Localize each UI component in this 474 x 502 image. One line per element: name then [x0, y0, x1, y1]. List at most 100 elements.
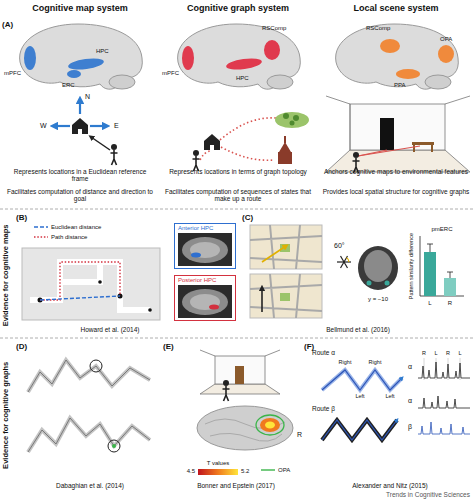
- room-illustration: [200, 350, 215, 356]
- hexadirectional-symbol: [347, 258, 350, 262]
- citation: Bonner and Epstein (2017): [197, 482, 275, 489]
- coronal-slice: [364, 250, 392, 282]
- virtual-city-map: [250, 225, 322, 318]
- virtual-city-map: [261, 288, 263, 312]
- row-label: Evidence for cognitive maps: [2, 215, 11, 335]
- compass-letter: N: [85, 93, 90, 101]
- spike-trace: [418, 362, 470, 378]
- church-icon: [278, 152, 292, 164]
- region-label: OPA: [440, 36, 452, 43]
- place-cell-graph: [28, 360, 150, 392]
- house-icon: [72, 118, 88, 134]
- compass-arrows: [54, 125, 70, 127]
- brain-scene: [438, 45, 454, 63]
- legend-item: Euclidean distance: [34, 224, 101, 231]
- place-cell-graph: [28, 418, 150, 452]
- description: Anchors cognitive maps to environmental …: [321, 168, 471, 175]
- mri-slice: [178, 233, 232, 266]
- panel-separator: [0, 209, 474, 338]
- row-label: Evidence for cognitive graphs: [2, 350, 11, 480]
- room-illustration: [350, 104, 351, 150]
- compass-arrows: [79, 100, 81, 114]
- place-cell-graph: [112, 444, 116, 448]
- legend-item: Path distance: [34, 234, 87, 241]
- door: [380, 118, 394, 150]
- turn-label: Right: [369, 359, 382, 365]
- floor-plan: [22, 248, 160, 320]
- room-illustration: [200, 384, 280, 394]
- slice-label: y = −10: [368, 296, 388, 303]
- region-label: mPFC: [4, 70, 21, 77]
- region-label: PPA: [394, 82, 406, 89]
- route-path: [322, 420, 397, 440]
- graph-route: [220, 118, 276, 140]
- floor-plan: [148, 308, 152, 312]
- room-illustration: [235, 366, 244, 384]
- table: [413, 145, 415, 152]
- trace-label: β: [408, 423, 412, 431]
- description: Represents locations in terms of graph t…: [163, 168, 313, 175]
- legend-line-sample: [34, 234, 48, 240]
- description: Facilitates computation of sequences of …: [163, 188, 313, 203]
- turn-label: Left: [355, 393, 364, 399]
- legend-text: Path distance: [51, 234, 87, 241]
- person-icon: [111, 144, 118, 165]
- mri-slice: [190, 294, 220, 310]
- virtual-city-map: [280, 293, 290, 301]
- bar-chart: [420, 236, 464, 296]
- park-icon: [293, 115, 299, 121]
- description: Provides local spatial structure for cog…: [321, 188, 471, 195]
- labelled-image-box: Posterior HPC: [174, 275, 236, 321]
- colorbar: [198, 469, 238, 475]
- place-cell-graph: [28, 360, 150, 452]
- panel-separator: [0, 209, 474, 210]
- cortical-surface: [256, 415, 284, 435]
- sight-lines: [358, 146, 420, 156]
- brain-graph: [267, 75, 293, 89]
- virtual-city-map: [250, 225, 322, 269]
- box-label: Posterior HPC: [178, 277, 232, 284]
- shop-icon: [204, 134, 220, 150]
- trace-label: α: [408, 397, 412, 405]
- legend-line-sample: [261, 467, 275, 473]
- hexadirectional-symbol: [337, 256, 351, 268]
- citation: Dabaghian et al. (2014): [56, 482, 124, 489]
- table: [431, 145, 433, 152]
- hemisphere-label: R: [297, 431, 302, 439]
- bar-chart: [420, 236, 464, 296]
- route-path: [322, 370, 402, 390]
- colorbar-title: T values: [207, 460, 230, 467]
- legend-item: OPA: [261, 467, 290, 474]
- graph-route: [200, 118, 276, 160]
- legend-text: Euclidean distance: [51, 224, 101, 231]
- room-illustration: [350, 104, 445, 150]
- region-label: pmERC: [431, 226, 452, 233]
- brain-scene: [336, 24, 459, 89]
- floor-plan: [98, 280, 102, 284]
- compass-letter: E: [114, 122, 119, 130]
- citation: Alexander and Nitz (2015): [352, 482, 428, 489]
- legend-text: OPA: [278, 467, 290, 474]
- floor-plan: [30, 262, 150, 310]
- turn-label: L: [458, 350, 461, 356]
- column-heading: Cognitive graph system: [187, 3, 289, 13]
- mri-slice: [178, 285, 232, 318]
- brain-graph: [178, 24, 301, 89]
- coronal-slice: [367, 281, 372, 286]
- mri-slice: [190, 242, 220, 258]
- trace-label: α: [408, 363, 412, 371]
- brain-map: [20, 24, 143, 89]
- brain-scene: [380, 39, 400, 53]
- place-cell-graph: [28, 360, 150, 392]
- brain-map: [67, 57, 104, 72]
- place-cell-graph: [90, 360, 102, 372]
- place-cell-graph: [28, 418, 150, 452]
- room-illustration: [215, 356, 265, 384]
- tick-label: L: [428, 300, 431, 307]
- route-path: [322, 420, 397, 440]
- graph-route: [200, 151, 210, 160]
- person-icon: [223, 380, 230, 401]
- journal-name: Trends in Cognitive Sciences: [386, 491, 470, 498]
- brain-graph: [264, 40, 280, 60]
